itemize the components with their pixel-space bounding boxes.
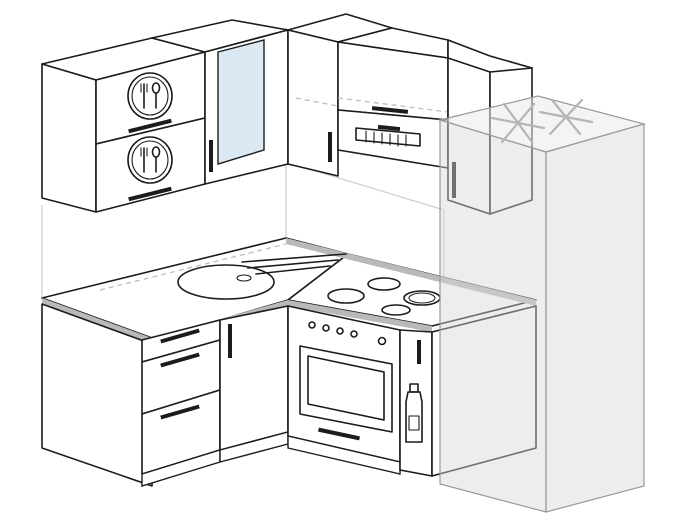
- upper-cabinets: [41, 13, 533, 215]
- lower-left-side: [41, 303, 153, 487]
- bottle-icon: [405, 383, 423, 443]
- sink: [177, 253, 347, 300]
- snowflake-icon: [490, 98, 594, 144]
- corner-upper-cabinet: [287, 29, 339, 177]
- hood-vent: [355, 127, 421, 147]
- refrigerator: [437, 95, 647, 513]
- plinth-oven: [287, 435, 401, 475]
- fork-spoon-icon: [127, 136, 173, 184]
- glass-panel: [217, 39, 265, 165]
- bottle-cabinet: [399, 329, 433, 477]
- lower-right-side: [431, 305, 537, 477]
- upper-left-side: [41, 63, 97, 213]
- fridge-front: [545, 123, 645, 513]
- oven-door: [299, 345, 393, 433]
- countertop: [41, 237, 537, 344]
- fork-spoon-icon: [127, 72, 173, 120]
- cooktop: [327, 277, 441, 316]
- fridge-side: [439, 119, 547, 513]
- lower-cabinets: [41, 303, 537, 487]
